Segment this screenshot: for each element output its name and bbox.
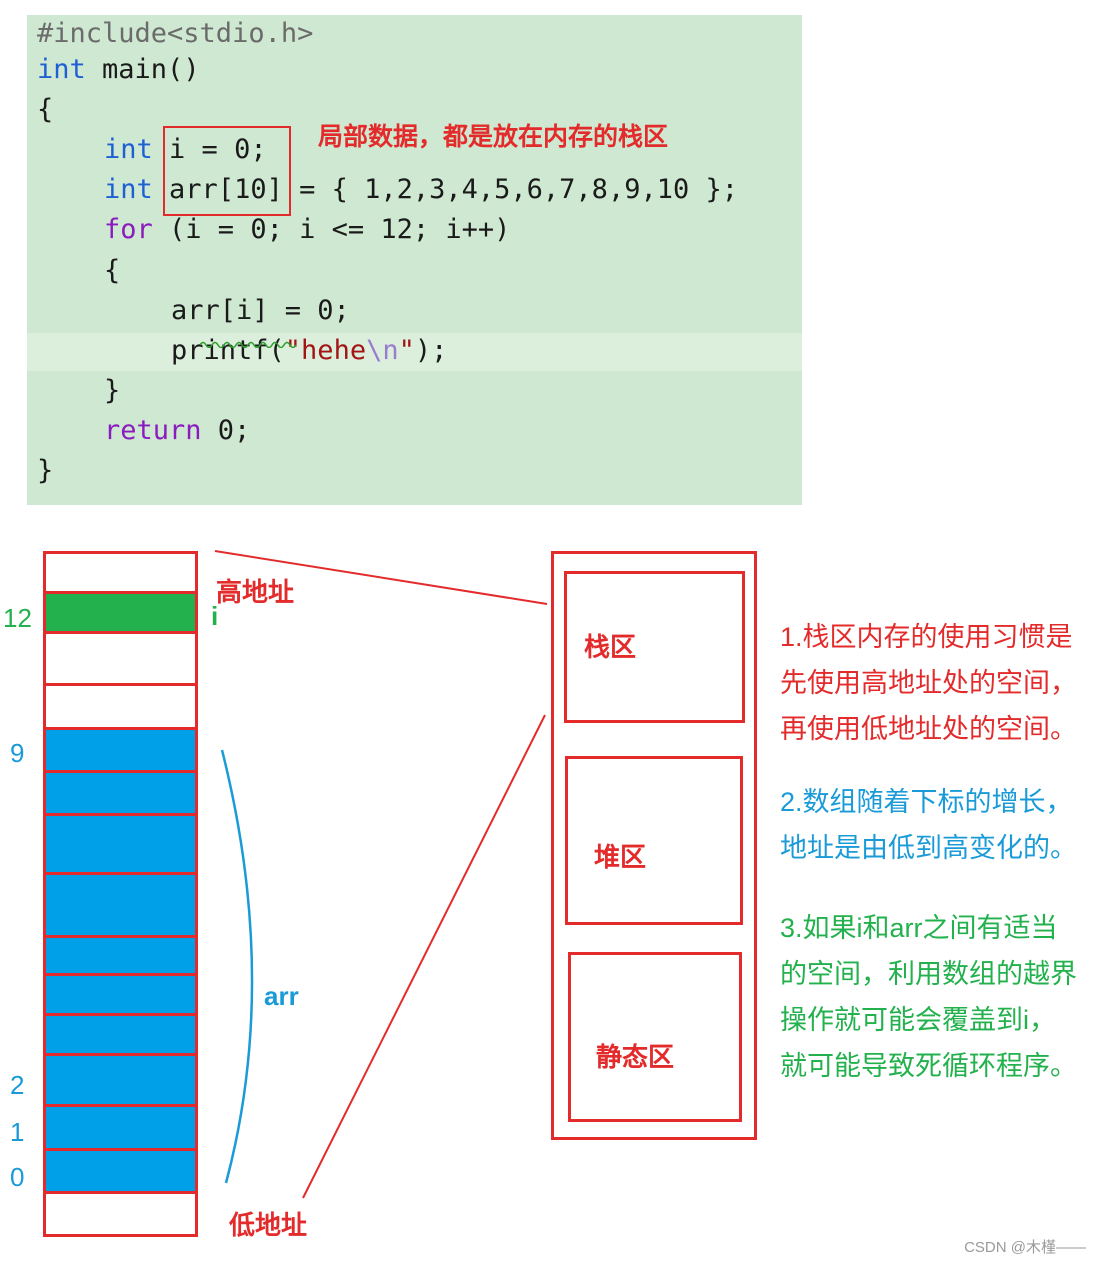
code-line-open-brace: { <box>37 94 54 125</box>
warning-squiggle <box>200 341 297 348</box>
memory-cell-bottom <box>43 1191 198 1237</box>
code-line-int-i: int i = 0; <box>104 134 267 165</box>
high-address-connector <box>214 550 548 605</box>
memory-cell-arr-4 <box>43 973 198 1016</box>
low-address-connector <box>302 714 546 1199</box>
memory-cell-top <box>43 551 198 594</box>
note-infinite-loop: 3.如果i和arr之间有适当 的空间，利用数组的越界 操作就可能会覆盖到i， 就… <box>780 913 1077 1081</box>
memory-cell-i <box>43 591 198 634</box>
memory-cell-arr-7 <box>43 813 198 875</box>
stack-region <box>564 571 745 723</box>
index-9-label: 9 <box>10 738 25 768</box>
watermark: CSDN @木槿—— <box>964 1239 1086 1256</box>
memory-cell-gap-1 <box>43 631 198 686</box>
code-line-assign: arr[i] = 0; <box>171 295 350 326</box>
code-panel: #include<stdio.h> int main() { int i = 0… <box>27 15 802 505</box>
note-array-growth: 2.数组随着下标的增长， 地址是由低到高变化的。 <box>780 787 1077 863</box>
stack-region-label: 栈区 <box>584 632 637 662</box>
index-2-label: 2 <box>10 1070 25 1100</box>
memory-cell-arr-3 <box>43 1013 198 1056</box>
memory-regions-outline <box>551 551 757 1140</box>
code-line-for: for (i = 0; i <= 12; i++) <box>104 214 511 245</box>
index-12-label: 12 <box>3 603 32 633</box>
code-line-include: #include<stdio.h> <box>37 18 314 49</box>
heap-region <box>565 756 743 925</box>
code-line-return: return 0; <box>104 415 251 446</box>
code-line-for-close: } <box>104 375 121 406</box>
high-address-label: 高地址 <box>216 577 295 607</box>
memory-cell-arr-8 <box>43 770 198 816</box>
code-line-int-arr: int arr[10] = { 1,2,3,4,5,6,7,8,9,10 }; <box>104 174 738 205</box>
static-region-label: 静态区 <box>596 1042 675 1072</box>
memory-cell-arr-6 <box>43 872 198 938</box>
code-line-close-brace: } <box>37 455 54 486</box>
low-address-label: 低地址 <box>229 1210 308 1240</box>
memory-cell-gap-2 <box>43 683 198 730</box>
local-data-annotation: 局部数据，都是放在内存的栈区 <box>318 123 669 151</box>
heap-region-label: 堆区 <box>594 842 647 872</box>
code-line-for-brace: { <box>104 255 121 286</box>
local-vars-highlight-box <box>163 126 291 216</box>
index-1-label: 1 <box>10 1117 25 1147</box>
index-0-label: 0 <box>10 1162 25 1192</box>
note-stack-usage: 1.栈区内存的使用习惯是 先使用高地址处的空间， 再使用低地址处的空间。 <box>780 622 1077 744</box>
memory-cell-arr-1 <box>43 1104 198 1151</box>
arr-label: arr <box>264 981 299 1011</box>
i-variable-label: i <box>211 601 219 631</box>
current-line-highlight <box>27 333 802 371</box>
memory-cell-arr-9 <box>43 727 198 773</box>
memory-cell-arr-2 <box>43 1053 198 1107</box>
static-region <box>568 952 742 1122</box>
arr-brace <box>220 749 254 1184</box>
code-line-main: int main() <box>37 54 200 85</box>
memory-cell-arr-5 <box>43 935 198 976</box>
code-line-printf: printf("hehe\n"); <box>171 335 448 366</box>
memory-cell-arr-0 <box>43 1148 198 1194</box>
